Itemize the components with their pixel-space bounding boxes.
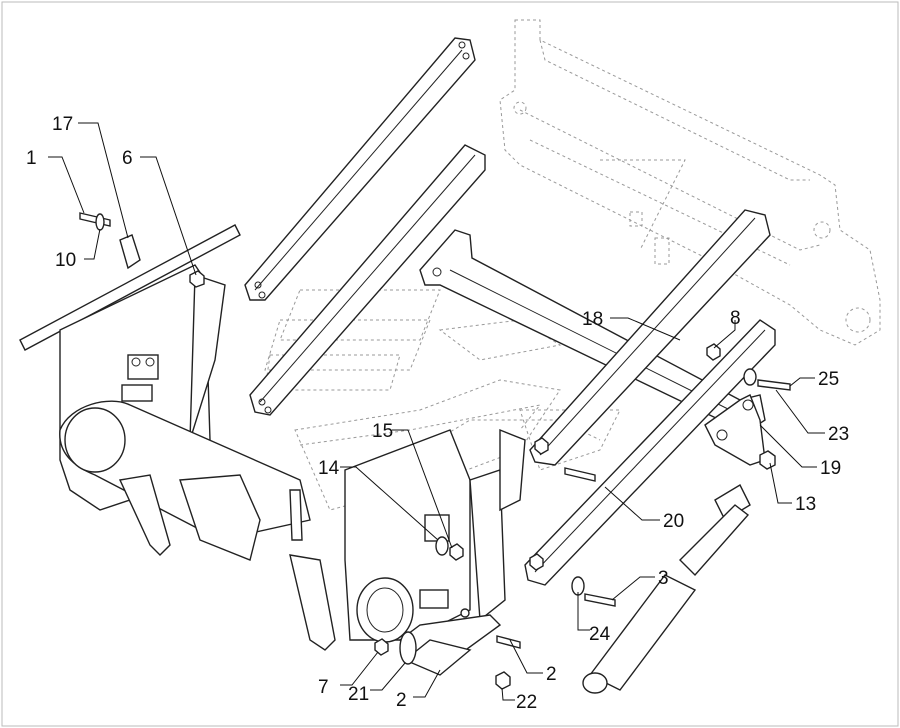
callout-13: 13 bbox=[795, 494, 816, 515]
callout-20: 20 bbox=[663, 511, 684, 532]
bracket-21 bbox=[399, 614, 502, 676]
nut-15 bbox=[449, 543, 464, 561]
nut-8 bbox=[706, 343, 721, 361]
callout-1: 1 bbox=[26, 148, 37, 169]
callout-2-right: 2 bbox=[546, 664, 557, 685]
nut-6 bbox=[189, 270, 205, 288]
callout-10: 10 bbox=[55, 250, 76, 271]
nut-22 bbox=[495, 671, 511, 690]
washer-14 bbox=[435, 536, 449, 556]
upper-rail-left bbox=[244, 37, 476, 301]
callout-25: 25 bbox=[818, 369, 839, 390]
upper-rail-center bbox=[249, 144, 486, 416]
pin-top bbox=[460, 608, 470, 618]
bolt-1 bbox=[79, 212, 111, 231]
nut-7 bbox=[374, 638, 389, 656]
callout-3: 3 bbox=[658, 568, 669, 589]
callout-21: 21 bbox=[348, 684, 369, 705]
main-chassis bbox=[19, 224, 526, 651]
callout-23: 23 bbox=[828, 424, 849, 445]
nut-13 bbox=[759, 450, 776, 470]
callout-14: 14 bbox=[318, 458, 340, 479]
callout-17: 17 bbox=[52, 114, 73, 135]
callout-labels: 1 17 10 6 18 8 25 23 19 13 20 15 14 3 24… bbox=[26, 114, 849, 713]
nut-lower bbox=[529, 553, 544, 571]
rail-18-right bbox=[529, 209, 771, 466]
callout-2-bottom: 2 bbox=[396, 690, 407, 711]
bolt-23 bbox=[757, 379, 791, 391]
callout-6: 6 bbox=[122, 148, 133, 169]
callout-15: 15 bbox=[372, 421, 393, 442]
bracket-19 bbox=[704, 394, 766, 466]
nut-mid bbox=[534, 437, 549, 455]
callout-18: 18 bbox=[582, 309, 603, 330]
hydraulic-cylinder bbox=[582, 484, 751, 694]
callout-8: 8 bbox=[730, 308, 741, 329]
washer-25 bbox=[743, 368, 757, 386]
leader-lines bbox=[48, 122, 825, 701]
rail-20 bbox=[524, 319, 776, 586]
bolt-2-upper bbox=[496, 635, 521, 649]
callout-22: 22 bbox=[516, 692, 537, 713]
callout-19: 19 bbox=[820, 458, 841, 479]
callout-7: 7 bbox=[318, 677, 329, 698]
bracket-17 bbox=[119, 234, 141, 270]
bolt-mid bbox=[564, 467, 596, 482]
callout-24: 24 bbox=[589, 624, 611, 645]
bolt-3 bbox=[584, 593, 616, 607]
